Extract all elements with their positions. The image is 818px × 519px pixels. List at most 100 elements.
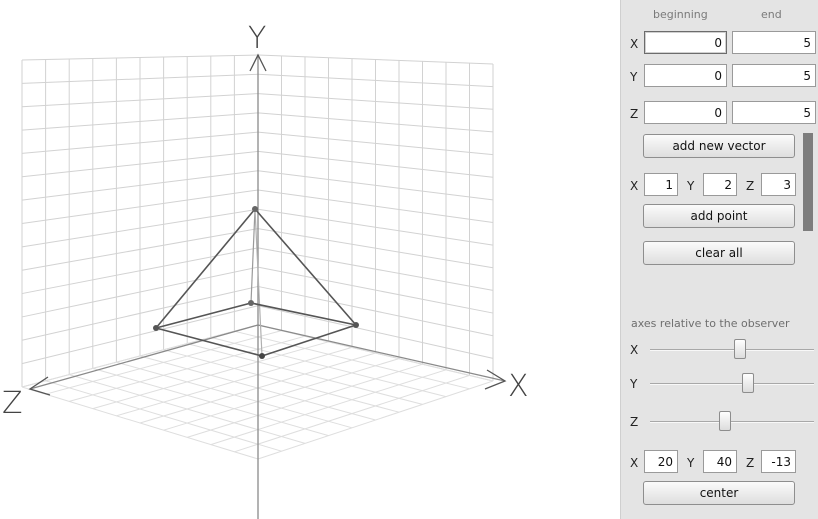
- point-y-label: Y: [687, 179, 695, 193]
- center-button[interactable]: center: [643, 481, 795, 505]
- grid-line: [257, 73, 494, 88]
- grid-line: [21, 54, 259, 61]
- point-z-label: Z: [746, 179, 755, 193]
- grid-line: [257, 228, 494, 269]
- grid-line: [21, 266, 259, 318]
- grid-line: [21, 150, 259, 178]
- end-column-header: end: [761, 8, 782, 21]
- edge: [155, 302, 252, 329]
- point-z-field[interactable]: [761, 173, 796, 196]
- vertex-point: [353, 322, 359, 328]
- vector-z-end-field[interactable]: [732, 101, 816, 124]
- grid-line: [21, 73, 259, 84]
- grid-line: [163, 349, 400, 413]
- z-axis-label: Z: [2, 386, 23, 421]
- vector-z-beginning-field[interactable]: [644, 101, 727, 124]
- grid-line: [21, 305, 259, 365]
- grid-line: [257, 208, 494, 246]
- grid-line: [21, 386, 259, 460]
- point-x-label: X: [630, 179, 639, 193]
- rotation-z-field[interactable]: [761, 450, 796, 473]
- grid-line: [21, 112, 259, 131]
- x-axis-label: X: [508, 369, 529, 404]
- 3d-viewport[interactable]: Y X Z: [0, 0, 618, 519]
- vector-y-beginning-field[interactable]: [644, 64, 727, 87]
- edge: [254, 208, 357, 326]
- grid-line: [21, 131, 259, 154]
- 3d-scene[interactable]: Y X Z: [0, 0, 618, 519]
- slider-z-thumb[interactable]: [719, 411, 732, 431]
- grid-line: [257, 305, 494, 359]
- edge: [254, 208, 263, 357]
- control-panel: beginning end X Y Z add new vector X Y Z…: [620, 0, 818, 519]
- edge: [250, 302, 357, 326]
- grid-line: [210, 336, 447, 398]
- rotation-x-field[interactable]: [644, 450, 678, 473]
- add-new-vector-button[interactable]: add new vector: [643, 134, 795, 158]
- rotation-x-label: X: [630, 456, 639, 470]
- grid-line: [257, 131, 494, 156]
- edge: [261, 324, 357, 357]
- grid-line: [257, 170, 494, 201]
- slider-y-label: Y: [630, 377, 638, 391]
- edge: [155, 208, 256, 329]
- slider-z-label: Z: [630, 415, 639, 429]
- axes-section-title: axes relative to the observer: [631, 317, 790, 330]
- vertex-point: [153, 325, 159, 331]
- x-axis-arrow: [484, 369, 507, 390]
- grid-line: [257, 112, 494, 133]
- grid-line: [257, 93, 494, 110]
- point-y-field[interactable]: [703, 173, 737, 196]
- grid-line: [21, 228, 259, 271]
- vector-y-end-field[interactable]: [732, 64, 816, 87]
- rotation-y-field[interactable]: [703, 450, 737, 473]
- grid-line: [21, 189, 259, 224]
- z-axis-arrow: [28, 376, 51, 396]
- vector-x-label: X: [630, 37, 639, 51]
- y-axis-arrow: [249, 53, 267, 72]
- axis-lines: [28, 53, 507, 519]
- grid-line: [257, 189, 494, 223]
- x-axis-line: [257, 324, 506, 382]
- z-axis-line: [29, 324, 259, 390]
- vertex-point: [252, 206, 258, 212]
- vertex-point: [259, 353, 265, 359]
- grid-line: [92, 367, 329, 437]
- add-point-button[interactable]: add point: [643, 204, 795, 228]
- grid-line: [257, 54, 494, 65]
- grid-line: [257, 285, 494, 337]
- slider-z-track[interactable]: [650, 421, 814, 423]
- grid-planes: [21, 54, 494, 460]
- grid-line: [234, 330, 470, 390]
- grid-line: [21, 208, 259, 248]
- edge: [155, 327, 263, 357]
- vector-x-end-field[interactable]: [732, 31, 816, 54]
- slider-y-track[interactable]: [650, 383, 814, 385]
- vector-x-beginning-field[interactable]: [644, 31, 727, 54]
- y-axis-label: Y: [248, 21, 266, 56]
- edge: [250, 208, 256, 304]
- rotation-y-label: Y: [687, 456, 695, 470]
- panel-scrollbar-thumb[interactable]: [803, 133, 813, 231]
- slider-y-thumb[interactable]: [742, 373, 755, 393]
- point-x-field[interactable]: [644, 173, 678, 196]
- beginning-column-header: beginning: [653, 8, 708, 21]
- grid-line: [45, 380, 282, 452]
- vertex-point: [248, 300, 254, 306]
- grid-line: [257, 247, 494, 291]
- rotation-z-label: Z: [746, 456, 755, 470]
- slider-x-thumb[interactable]: [734, 339, 747, 359]
- grid-line: [257, 266, 494, 314]
- grid-line: [21, 93, 259, 108]
- pyramid-shape: [153, 206, 359, 359]
- slider-x-track[interactable]: [650, 349, 814, 351]
- grid-line: [21, 285, 259, 341]
- clear-all-button[interactable]: clear all: [643, 241, 795, 265]
- vector-z-label: Z: [630, 107, 639, 121]
- slider-x-label: X: [630, 343, 639, 357]
- vector-y-label: Y: [630, 70, 638, 84]
- grid-line: [21, 170, 259, 201]
- grid-line: [116, 361, 353, 429]
- grid-line: [69, 374, 306, 444]
- grid-line: [257, 150, 494, 178]
